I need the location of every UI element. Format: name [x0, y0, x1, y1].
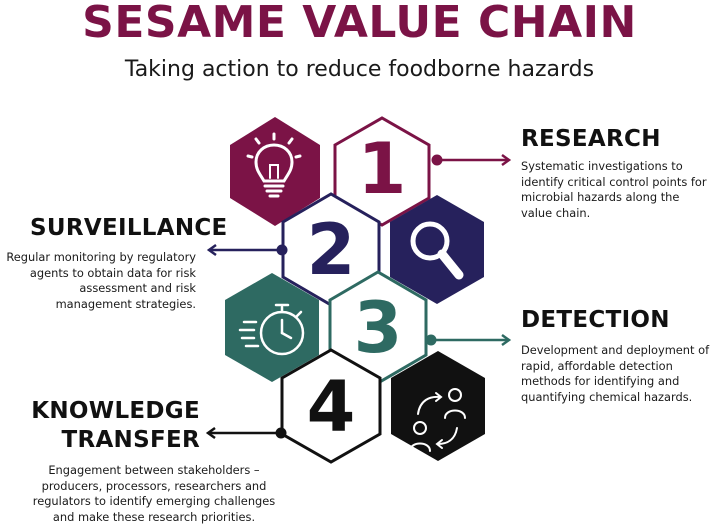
surveillance-heading: SURVEILLANCE	[30, 215, 228, 241]
step-number-3: 3	[354, 287, 403, 369]
hex-icon-knowledge	[391, 351, 485, 461]
page-subtitle: Taking action to reduce foodborne hazard…	[124, 57, 595, 82]
knowledge-heading-line2: TRANSFER	[61, 427, 200, 453]
knowledge-description: Engagement between stakeholders – produc…	[32, 463, 276, 524]
hex-icon-research	[230, 117, 320, 226]
research-heading: RESEARCH	[521, 126, 661, 152]
knowledge-heading-line1: KNOWLEDGE	[31, 398, 200, 424]
research-description: Systematic investigations to identify cr…	[521, 159, 707, 220]
connector-surveillance	[206, 243, 288, 257]
connector-research	[431, 153, 512, 167]
magnifier-icon	[410, 221, 464, 280]
step-number-1: 1	[358, 128, 407, 210]
connector-knowledge	[205, 426, 287, 440]
step-number-4: 4	[307, 366, 356, 448]
detection-description: Development and deployment of rapid, aff…	[521, 343, 710, 404]
lightbulb-icon	[246, 132, 302, 198]
hex-icon-detection	[225, 273, 319, 382]
page-title: SESAME VALUE CHAIN	[82, 0, 637, 48]
stopwatch-icon	[238, 303, 305, 356]
detection-heading: DETECTION	[521, 307, 670, 333]
connector-detection	[425, 333, 512, 347]
surveillance-description: Regular monitoring by regulatory agents …	[6, 250, 196, 311]
exchange-people-icon	[409, 388, 466, 452]
step-number-2: 2	[307, 209, 356, 291]
